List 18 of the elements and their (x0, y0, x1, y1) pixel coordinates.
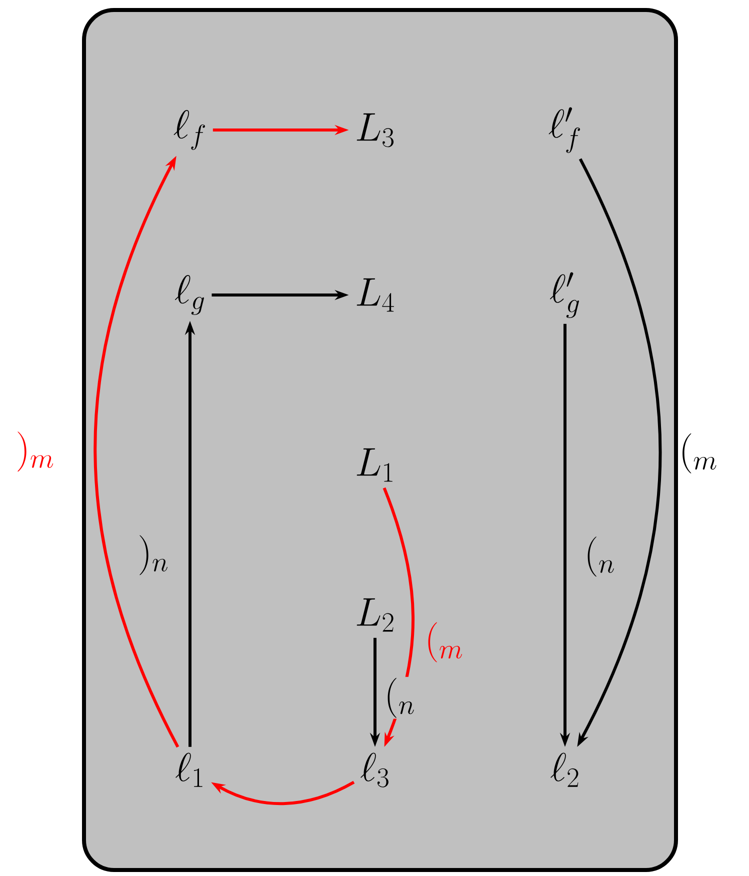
math-symbol: $\ell_2$ (550, 752, 578, 787)
edge-label: $)_n$ (140, 535, 168, 576)
math-symbol: $\ell_3$ (360, 752, 388, 788)
math-symbol: $L_3$ (356, 113, 394, 148)
edge-label: $(_m$ (682, 433, 716, 474)
edge-label: $(_n$ (588, 536, 614, 577)
edge-label: $(_n$ (383, 676, 416, 719)
math-symbol: $\ell_f$ (174, 110, 205, 150)
edge-label: $)_m$ (18, 432, 54, 472)
math-symbol: $\ell'_f$ (548, 107, 580, 153)
math-symbol: $\ell_1$ (176, 752, 202, 787)
math-symbol: $L_1$ (356, 448, 392, 482)
math-symbol: $L_4$ (356, 278, 394, 312)
math-symbol: $\ell_g$ (174, 275, 204, 315)
math-symbol: $\ell'_g$ (550, 272, 579, 318)
panel-background (82, 8, 678, 872)
edge-label: $(_m$ (428, 622, 462, 662)
math-symbol: $L_2$ (356, 598, 394, 632)
